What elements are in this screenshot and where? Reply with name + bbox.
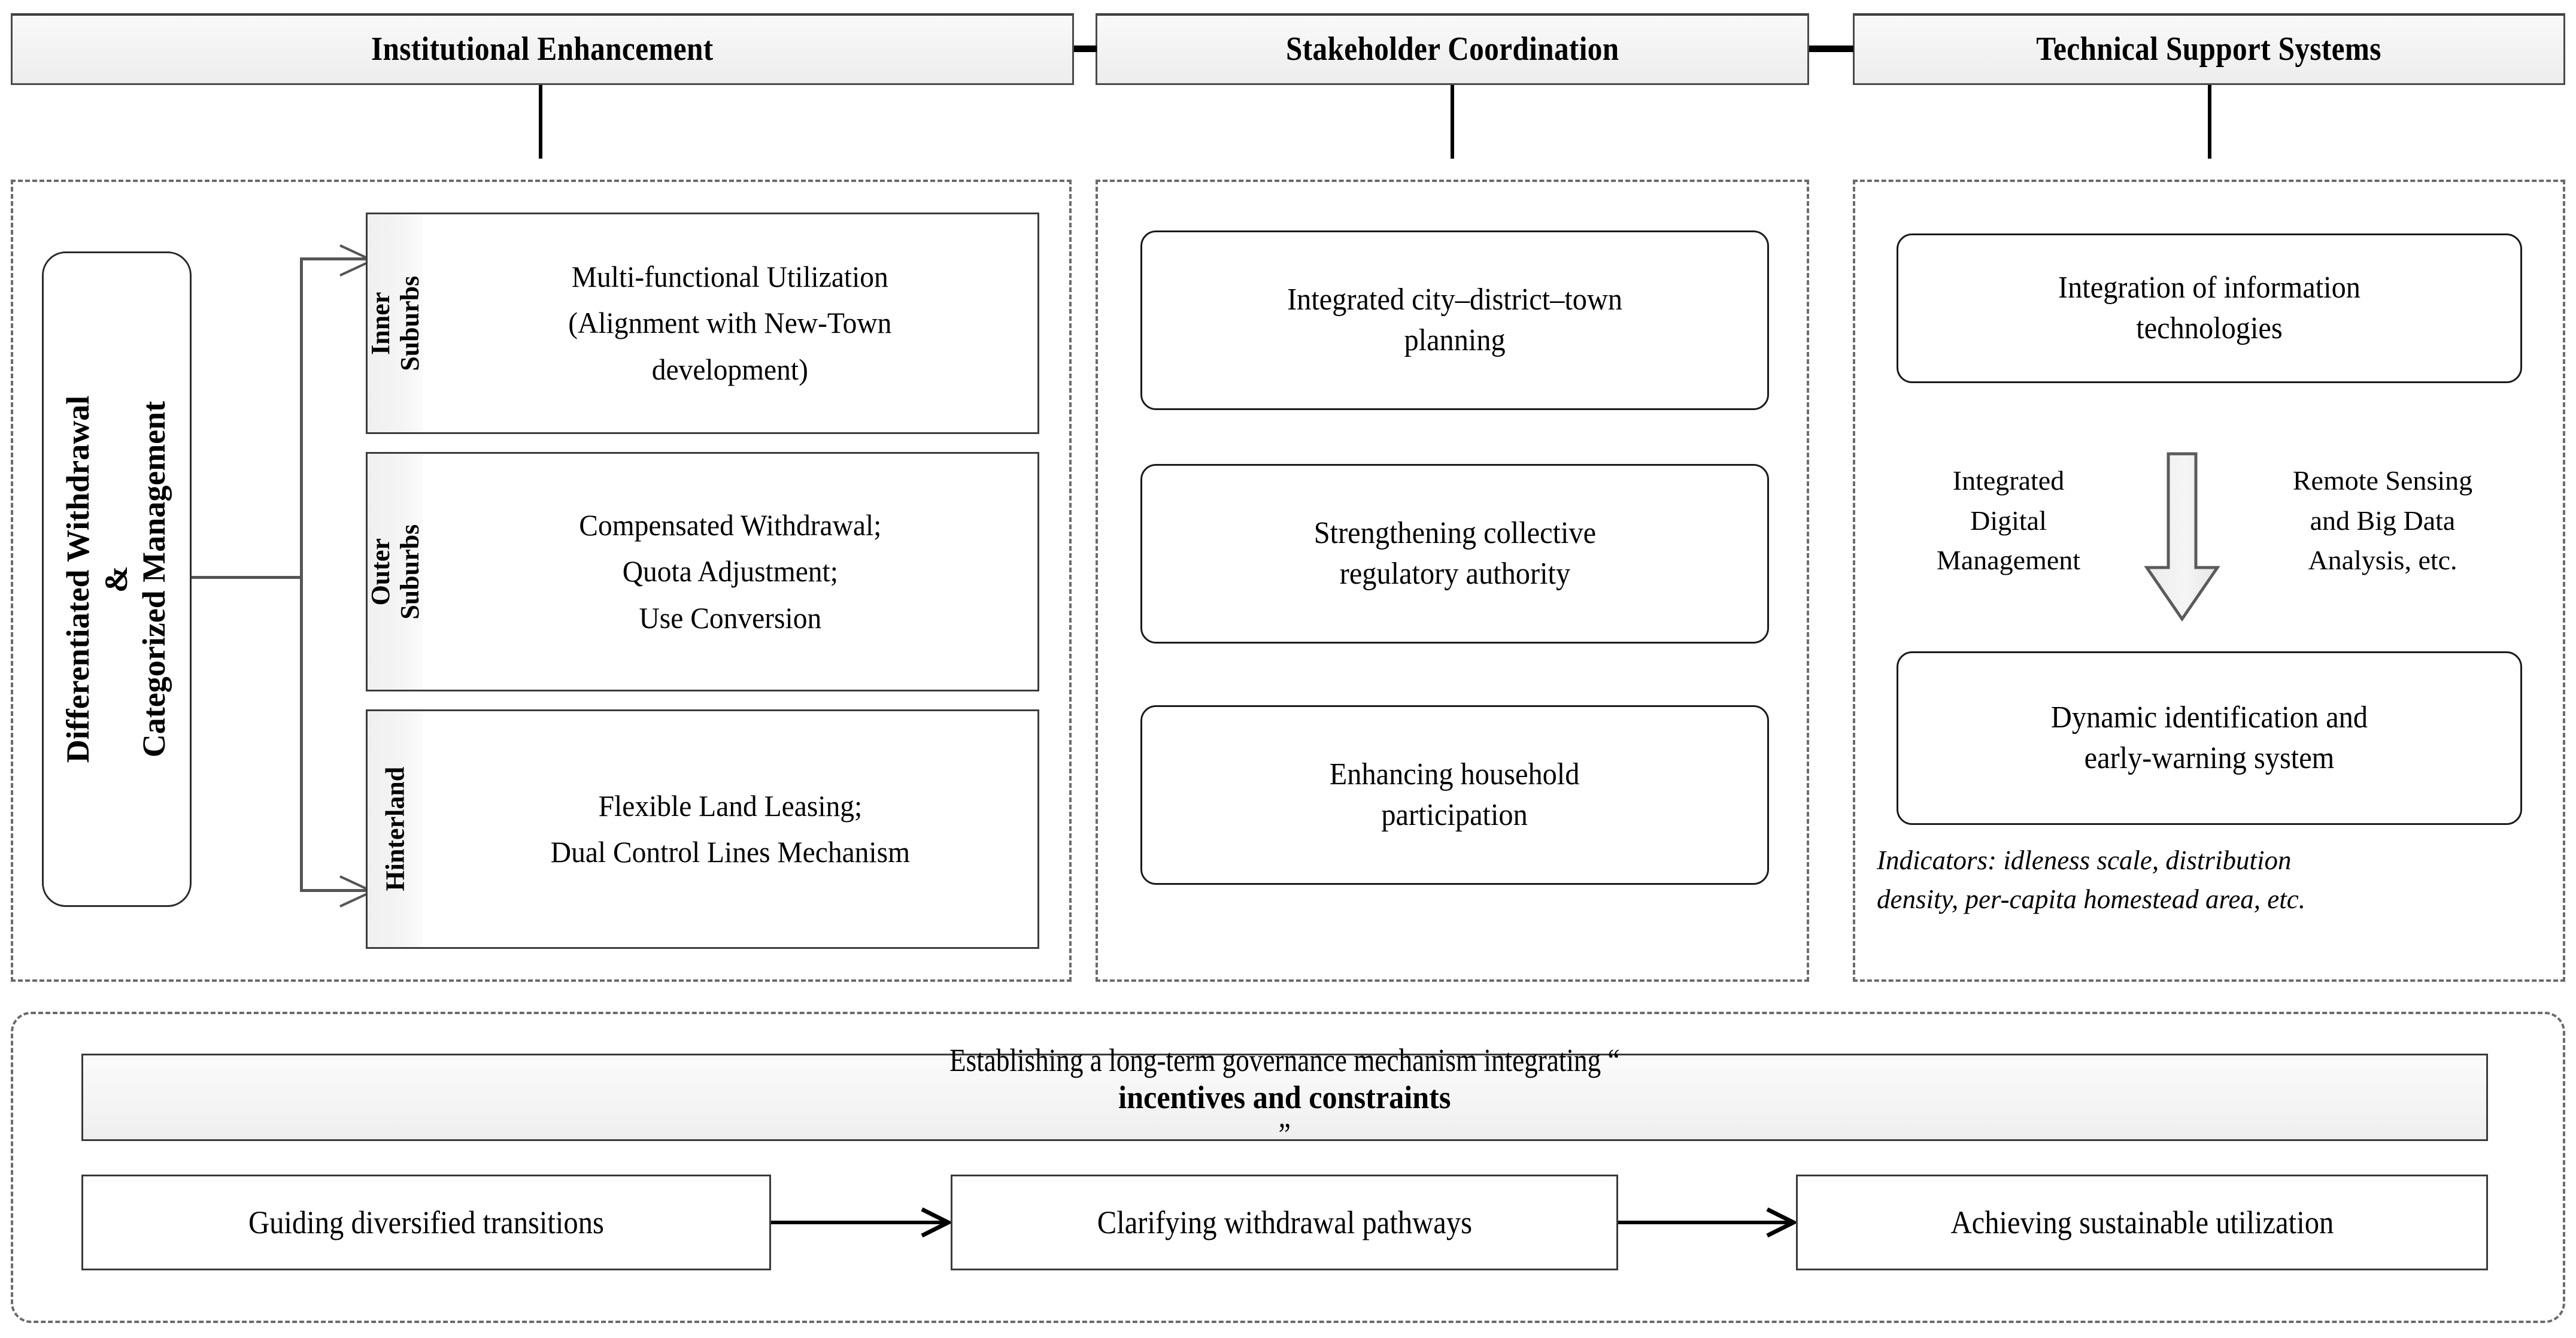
rs-line-1: Remote Sensing bbox=[2292, 465, 2473, 496]
vlabel-line-1: Differentiated Withdrawal bbox=[60, 395, 96, 763]
collective-authority-line-2: regulatory authority bbox=[1339, 557, 1570, 591]
header-institutional-enhancement[interactable]: Institutional Enhancement bbox=[11, 13, 1074, 85]
banner-suffix: ” bbox=[1278, 1116, 1291, 1152]
vlabel-line-3: Categorized Management bbox=[136, 401, 172, 758]
header-stakeholder-coordination-label: Stakeholder Coordination bbox=[1285, 31, 1619, 68]
outer-suburbs-body: Compensated Withdrawal; Quota Adjustment… bbox=[423, 454, 1037, 690]
outer-suburbs-tab-line-2: Suburbs bbox=[395, 524, 425, 620]
hinterland-body-line-1: Flexible Land Leasing; bbox=[598, 788, 862, 823]
inner-suburbs-body-line-3: development) bbox=[651, 352, 809, 386]
inner-suburbs-box[interactable]: Inner Suburbs Multi-functional Utilizati… bbox=[366, 213, 1039, 434]
header-institutional-enhancement-label: Institutional Enhancement bbox=[371, 31, 714, 68]
hinterland-tab-line-1: Hinterland bbox=[380, 767, 410, 891]
hinterland-box[interactable]: Hinterland Flexible Land Leasing; Dual C… bbox=[366, 709, 1039, 949]
branch-trunk bbox=[300, 257, 303, 892]
hinterland-body: Flexible Land Leasing; Dual Control Line… bbox=[423, 711, 1037, 947]
outer-suburbs-body-line-3: Use Conversion bbox=[639, 600, 821, 635]
hinterland-tab: Hinterland bbox=[368, 711, 423, 947]
integrated-digital-management-caption: Integrated Digital Management bbox=[1898, 461, 2119, 581]
step-clarifying-withdrawal-pathways[interactable]: Clarifying withdrawal pathways bbox=[951, 1175, 1618, 1270]
outer-suburbs-body-line-1: Compensated Withdrawal; bbox=[578, 508, 882, 542]
step-2-label: Clarifying withdrawal pathways bbox=[1097, 1204, 1472, 1240]
step-achieving-sustainable-utilization[interactable]: Achieving sustainable utilization bbox=[1796, 1175, 2488, 1270]
header-stakeholder-coordination[interactable]: Stakeholder Coordination bbox=[1096, 13, 1809, 85]
header-drop-connector-2 bbox=[1451, 85, 1454, 159]
remote-sensing-caption: Remote Sensing and Big Data Analysis, et… bbox=[2239, 461, 2526, 581]
outer-suburbs-tab-line-1: Outer bbox=[365, 538, 395, 606]
step-1-label: Guiding diversified transitions bbox=[248, 1204, 604, 1240]
outer-suburbs-body-line-2: Quota Adjustment; bbox=[622, 554, 838, 588]
rs-line-2: and Big Data bbox=[2310, 505, 2456, 536]
step-arrow-2 bbox=[1618, 1207, 1798, 1238]
hinterland-body-line-2: Dual Control Lines Mechanism bbox=[550, 835, 910, 869]
integrated-planning-box[interactable]: Integrated city–district–town planning bbox=[1140, 230, 1769, 410]
header-connector-2 bbox=[1809, 45, 1853, 52]
differentiated-withdrawal-label-box: Differentiated Withdrawal & Categorized … bbox=[42, 251, 192, 907]
household-participation-line-2: participation bbox=[1381, 798, 1528, 832]
header-connector-1 bbox=[1074, 45, 1097, 52]
header-drop-connector-1 bbox=[539, 85, 542, 159]
down-arrow-icon bbox=[2144, 452, 2220, 622]
early-warning-line-2: early-warning system bbox=[2084, 741, 2335, 775]
branch-arm-inner bbox=[300, 257, 366, 260]
early-warning-line-1: Dynamic identification and bbox=[2050, 700, 2368, 735]
vlabel-line-2: & bbox=[98, 566, 135, 593]
indicators-note: Indicators: idleness scale, distribution… bbox=[1877, 841, 2544, 920]
banner-prefix: Establishing a long-term governance mech… bbox=[949, 1042, 1620, 1078]
idm-line-3: Management bbox=[1936, 545, 2081, 576]
header-drop-connector-3 bbox=[2208, 85, 2211, 159]
indicators-note-line-2: density, per-capita homestead area, etc. bbox=[1877, 884, 2306, 915]
step-arrow-1 bbox=[771, 1207, 952, 1238]
inner-suburbs-tab: Inner Suburbs bbox=[365, 214, 425, 432]
banner-emphasis: incentives and constraints bbox=[1118, 1079, 1451, 1115]
information-technologies-box[interactable]: Integration of information technologies bbox=[1897, 233, 2522, 383]
outer-suburbs-box[interactable]: Outer Suburbs Compensated Withdrawal; Qu… bbox=[366, 452, 1039, 691]
collective-authority-line-1: Strengthening collective bbox=[1313, 516, 1596, 551]
governance-mechanism-banner[interactable]: Establishing a long-term governance mech… bbox=[81, 1042, 2488, 1152]
collective-authority-box[interactable]: Strengthening collective regulatory auth… bbox=[1140, 464, 1769, 644]
information-technologies-line-1: Integration of information bbox=[2058, 271, 2360, 305]
rs-line-3: Analysis, etc. bbox=[2308, 545, 2457, 576]
step-guiding-diversified-transitions[interactable]: Guiding diversified transitions bbox=[81, 1175, 771, 1270]
step-3-label: Achieving sustainable utilization bbox=[1950, 1204, 2334, 1240]
inner-suburbs-body-line-1: Multi-functional Utilization bbox=[571, 259, 888, 293]
integrated-planning-line-1: Integrated city–district–town bbox=[1287, 283, 1623, 317]
outer-suburbs-tab: Outer Suburbs bbox=[365, 454, 425, 690]
inner-suburbs-tab-line-2: Suburbs bbox=[395, 275, 425, 371]
branch-stem bbox=[192, 576, 302, 579]
idm-line-2: Digital bbox=[1970, 505, 2047, 536]
household-participation-box[interactable]: Enhancing household participation bbox=[1140, 705, 1769, 885]
inner-suburbs-body: Multi-functional Utilization (Alignment … bbox=[423, 214, 1037, 432]
integrated-planning-line-2: planning bbox=[1404, 323, 1506, 357]
early-warning-system-box[interactable]: Dynamic identification and early-warning… bbox=[1897, 651, 2522, 825]
branch-arm-hinterland bbox=[300, 889, 366, 892]
header-technical-support-systems[interactable]: Technical Support Systems bbox=[1853, 13, 2565, 85]
household-participation-line-1: Enhancing household bbox=[1330, 757, 1580, 792]
information-technologies-line-2: technologies bbox=[2136, 311, 2283, 345]
header-technical-support-systems-label: Technical Support Systems bbox=[2036, 31, 2382, 68]
idm-line-1: Integrated bbox=[1952, 465, 2065, 496]
inner-suburbs-tab-line-1: Inner bbox=[365, 292, 395, 355]
inner-suburbs-body-line-2: (Alignment with New-Town bbox=[568, 306, 892, 340]
indicators-note-line-1: Indicators: idleness scale, distribution bbox=[1877, 845, 2292, 875]
